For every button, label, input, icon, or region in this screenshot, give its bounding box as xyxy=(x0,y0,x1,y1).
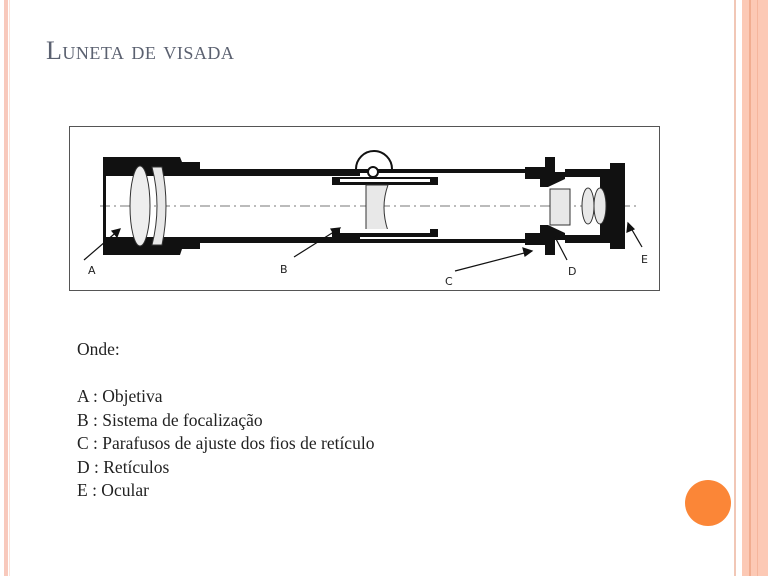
legend-item-b: B : Sistema de focalização xyxy=(77,409,263,430)
legend: Onde: A : Objetiva B : Sistema de focali… xyxy=(77,338,374,503)
legend-item-e: E : Ocular xyxy=(77,480,149,500)
label-D: D xyxy=(568,265,576,278)
label-E: E xyxy=(641,253,648,266)
left-border-decoration xyxy=(4,0,8,576)
telescope-diagram: A B C D E xyxy=(69,126,660,291)
right-border-line xyxy=(749,0,751,576)
label-A: A xyxy=(88,264,96,277)
right-border-band xyxy=(742,0,768,576)
slide-title: Luneta de visada xyxy=(46,36,235,65)
legend-item-a: A : Objetiva xyxy=(77,386,163,406)
label-B: B xyxy=(280,263,288,276)
orange-circle-decoration xyxy=(685,480,731,526)
telescope-cross-section-illustration: A B C D E xyxy=(83,150,648,288)
right-border-line xyxy=(734,0,736,576)
legend-heading: Onde: xyxy=(77,339,120,359)
legend-item-d: D : Retículos xyxy=(77,456,170,477)
legend-item-c: C : Parafusos de ajuste dos fios de retí… xyxy=(77,433,375,453)
label-C: C xyxy=(445,275,453,288)
left-border-decoration-inner xyxy=(9,0,10,576)
right-border-line xyxy=(757,0,758,576)
